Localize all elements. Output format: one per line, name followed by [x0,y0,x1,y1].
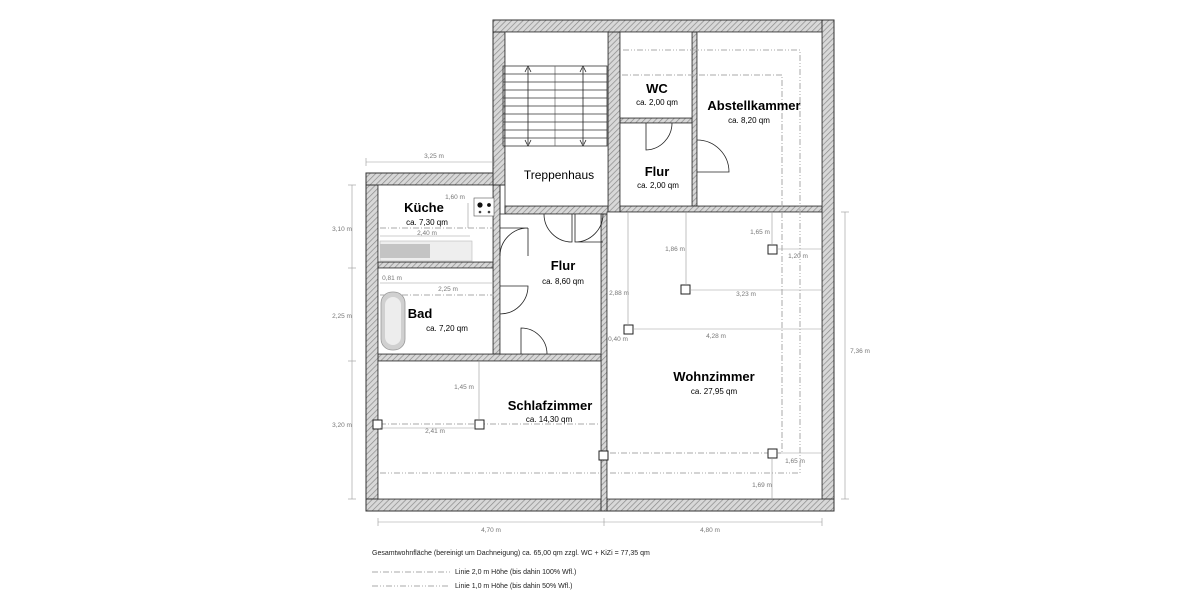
dim-label: 4,80 m [700,527,720,534]
room-name-schlafzimmer: Schlafzimmer [508,398,593,413]
legend: Gesamtwohnfläche (bereinigt um Dachneigu… [372,550,650,590]
room-area-kueche: ca. 7,30 qm [406,218,448,227]
legend-line-1m: Linie 1,0 m Höhe (bis dahin 50% Wfl.) [455,583,573,590]
dim-label: 0,81 m [382,275,402,282]
room-name-flur: Flur [551,258,576,273]
dim-label: 1,65 m [785,458,805,465]
room-name-bad: Bad [408,306,433,321]
exterior-dimension-lines [348,158,849,526]
room-name-wc: WC [646,81,668,96]
fixtures [379,197,495,351]
room-name-abstellkammer: Abstellkammer [707,98,800,113]
dim-label: 2,40 m [417,230,437,237]
dim-label: 1,65 m [750,229,770,236]
walls [365,19,835,512]
dim-label: 7,36 m [850,348,870,355]
room-area-wc: ca. 2,00 qm [636,98,678,107]
slope-lines [380,49,801,474]
dim-label: 1,69 m [752,482,772,489]
dim-label: 0,40 m [608,336,628,343]
room-area-flur: ca. 8,60 qm [542,277,584,286]
dim-label: 1,45 m [454,384,474,391]
dimension-labels: 3,25 m 1,60 m 2,40 m 0,81 m 2,25 m 1,45 … [332,153,870,534]
dim-label: 2,88 m [609,290,629,297]
dim-label: 3,25 m [424,153,444,160]
dim-label: 3,23 m [736,291,756,298]
dim-label: 3,20 m [332,422,352,429]
dim-label: 1,20 m [788,253,808,260]
room-area-flur-small: ca. 2,00 qm [637,181,679,190]
dim-label: 4,28 m [706,333,726,340]
stairs [502,65,608,147]
room-name-treppenhaus: Treppenhaus [524,168,594,182]
room-name-flur-small: Flur [645,164,670,179]
room-name-wohnzimmer: Wohnzimmer [673,369,754,384]
room-area-abstellkammer: ca. 8,20 qm [728,116,770,125]
room-labels: Treppenhaus WC ca. 2,00 qm Abstellkammer… [404,81,800,424]
pillars [372,244,778,461]
room-area-wohnzimmer: ca. 27,95 qm [691,387,738,396]
dim-label: 1,86 m [665,246,685,253]
dim-label: 2,25 m [438,286,458,293]
doors [499,122,730,355]
legend-total-area: Gesamtwohnfläche (bereinigt um Dachneigu… [372,550,650,557]
room-area-schlafzimmer: ca. 14,30 qm [526,415,573,424]
room-areas [377,31,823,500]
room-area-bad: ca. 7,20 qm [426,324,468,333]
dim-label: 2,41 m [425,428,445,435]
dim-label: 2,25 m [332,313,352,320]
dim-label: 4,70 m [481,527,501,534]
dim-label: 1,60 m [445,194,465,201]
room-name-kueche: Küche [404,200,444,215]
dim-label: 3,10 m [332,226,352,233]
interior-dimension-lines [380,203,822,499]
legend-line-2m: Linie 2,0 m Höhe (bis dahin 100% Wfl.) [455,569,576,576]
